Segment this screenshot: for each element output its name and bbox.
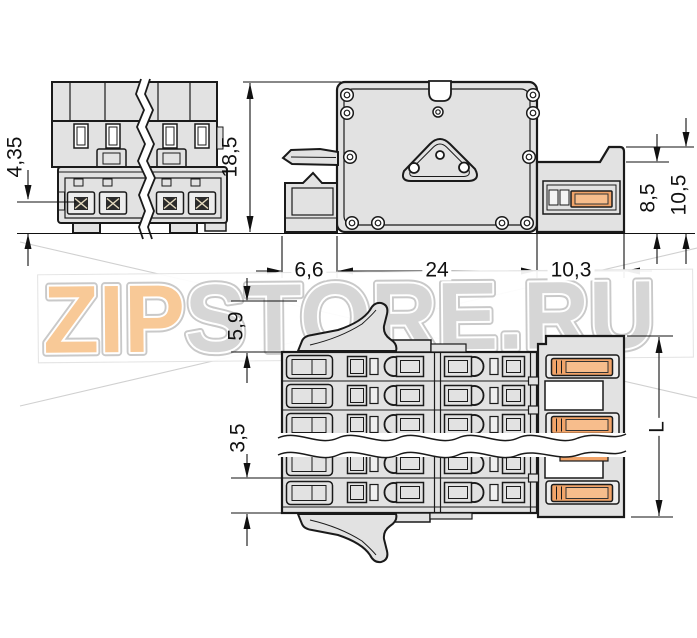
dimensions-bottom [231,278,673,546]
dim-label-front-depth: 6,6 [291,259,327,281]
front-break-line [135,78,156,240]
screw-holes [339,87,541,231]
dim-label-length: L [646,418,669,436]
flange-notch [428,80,452,102]
pin-slots [73,123,210,149]
dim-label-pin-to-edge: 4,35 [3,136,27,178]
side-view [281,80,626,234]
coding-boss [401,138,478,182]
front-view [51,78,228,240]
dim-label-plug-height: 8,5 [637,180,660,216]
dim-label-plug-total-height: 10,5 [668,171,691,219]
dim-label-pole-pitch: 3,5 [226,423,250,453]
bottom-view [276,301,627,564]
plug-recess [544,380,604,411]
front-contacts [66,191,217,215]
plan-break-line [276,433,627,459]
side-plug-block [535,145,626,234]
dim-label-latch-height: 5,9 [224,311,248,341]
dim-label-flange-width: 24 [422,259,452,281]
latch-lever-bottom [296,513,398,564]
dim-label-plug-depth: 10,3 [547,259,595,281]
side-left-block [284,171,338,233]
dim-label-overall-height: 18,5 [218,136,242,178]
